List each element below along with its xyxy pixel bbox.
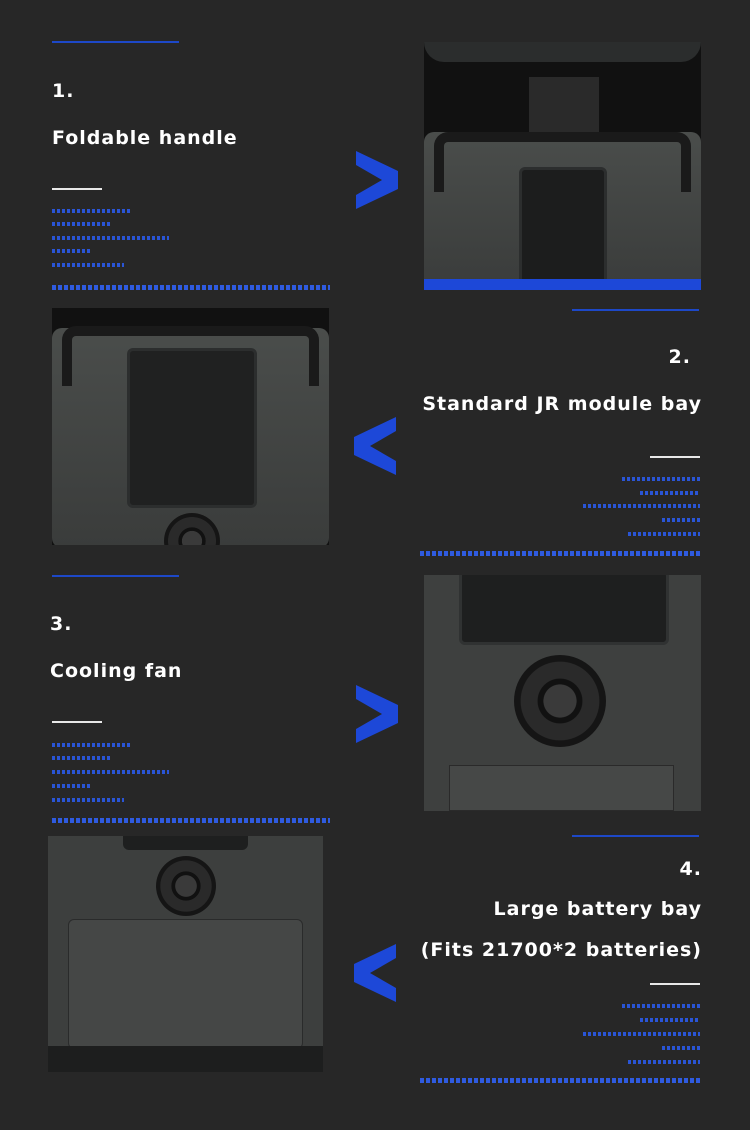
chevron-stripe	[52, 770, 169, 774]
divider	[52, 188, 102, 190]
accent-line	[52, 41, 179, 43]
chevron-stripe	[640, 1018, 700, 1022]
chevron-stripe	[628, 532, 700, 536]
chevron-stripe	[52, 784, 90, 788]
divider	[650, 456, 700, 458]
chevron-row	[420, 551, 700, 556]
chevron-stripe	[52, 798, 124, 802]
chevron-right-icon	[356, 151, 398, 209]
accent-line	[572, 309, 699, 311]
feature-number: 1.	[52, 80, 75, 102]
chevron-left-icon	[354, 944, 396, 1002]
cooling-fan-photo	[424, 575, 701, 811]
chevron-stripe	[52, 756, 112, 760]
chevron-stripe	[52, 236, 169, 240]
handle-photo	[424, 42, 701, 290]
chevron-stripe	[52, 263, 124, 267]
divider	[650, 983, 700, 985]
chevron-stripe	[52, 209, 130, 213]
chevron-left-icon	[354, 417, 396, 475]
feature-subtitle: (Fits 21700*2 batteries)	[420, 939, 702, 961]
divider	[52, 721, 102, 723]
accent-line	[572, 835, 699, 837]
chevron-stripe	[622, 477, 700, 481]
chevron-row	[52, 285, 330, 290]
chevron-stripe	[662, 1046, 700, 1050]
chevron-row	[52, 818, 330, 823]
chevron-stripe	[622, 1004, 700, 1008]
feature-title: Foldable handle	[52, 127, 238, 149]
chevron-stripe	[583, 1032, 700, 1036]
feature-number: 3.	[50, 613, 73, 635]
chevron-stripe	[52, 222, 112, 226]
chevron-stripe	[52, 249, 90, 253]
accent-line	[52, 575, 179, 577]
chevron-stripe	[662, 518, 700, 522]
feature-number: 4.	[679, 858, 702, 880]
chevron-right-icon	[356, 685, 398, 743]
chevron-stripe	[640, 491, 700, 495]
module-bay-photo	[52, 308, 329, 545]
chevron-stripe	[52, 743, 130, 747]
feature-title: Large battery bay	[493, 898, 702, 920]
chevron-stripe	[628, 1060, 700, 1064]
feature-title: Standard JR module bay	[422, 393, 702, 415]
chevron-stripe	[583, 504, 700, 508]
chevron-row	[420, 1078, 700, 1083]
feature-number: 2.	[668, 346, 691, 368]
battery-bay-photo	[48, 836, 323, 1072]
feature-title: Cooling fan	[50, 660, 183, 682]
